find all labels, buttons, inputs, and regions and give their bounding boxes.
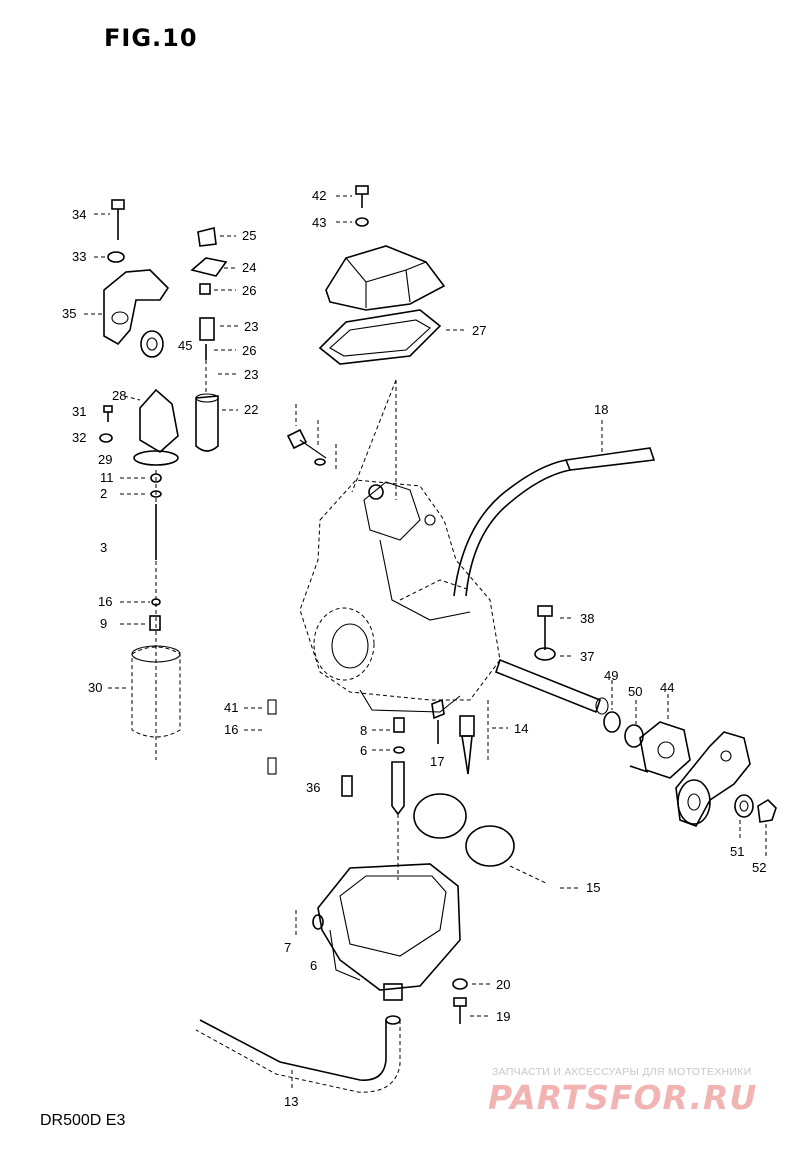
label-7: 7 <box>284 940 291 955</box>
label-16: 16 <box>98 594 112 609</box>
label-33: 33 <box>72 249 86 264</box>
label-28: 28 <box>112 388 126 403</box>
label-14: 14 <box>514 721 528 736</box>
label-17: 17 <box>430 754 444 769</box>
cylinder-30 <box>108 645 181 738</box>
hose-18 <box>453 420 656 597</box>
label-16b: 16 <box>224 722 238 737</box>
drain-hose-13 <box>195 1015 401 1093</box>
label-32: 32 <box>72 430 86 445</box>
plate-24 <box>190 257 236 277</box>
throttle-pulley <box>675 731 751 827</box>
label-37: 37 <box>580 649 594 664</box>
model-code: DR500D E3 <box>40 1112 126 1129</box>
jet-8 <box>372 717 405 733</box>
screw-42 <box>336 185 369 208</box>
carburetor-body <box>299 479 501 713</box>
label-31: 31 <box>72 404 86 419</box>
washer-32 <box>99 433 113 443</box>
label-15: 15 <box>586 880 600 895</box>
jet-14 <box>459 700 508 775</box>
label-27: 27 <box>472 323 486 338</box>
label-36: 36 <box>306 780 320 795</box>
figure-title: FIG.10 <box>104 24 198 52</box>
label-8a: 8 <box>360 723 367 738</box>
needle-jet <box>391 761 405 880</box>
label-43: 43 <box>312 215 326 230</box>
label-50: 50 <box>628 684 642 699</box>
float-bowl <box>317 863 461 1001</box>
part-36 <box>341 775 353 797</box>
label-51: 51 <box>730 844 744 859</box>
nut-26a <box>199 283 236 295</box>
label-44: 44 <box>660 680 674 695</box>
cap-25 <box>197 227 236 247</box>
label-6a: 6 <box>360 743 367 758</box>
screws-46-48 <box>286 404 337 470</box>
washer-33 <box>94 251 125 263</box>
screw-31 <box>103 405 113 422</box>
label-25: 25 <box>242 228 256 243</box>
label-45: 45 <box>178 338 192 353</box>
part-6b <box>312 914 324 930</box>
label-49: 49 <box>604 668 618 683</box>
cap-assembly-28 <box>123 388 179 466</box>
label-23b: 23 <box>244 367 258 382</box>
label-29: 29 <box>98 452 112 467</box>
lever-44 <box>629 694 691 779</box>
clip-11 <box>120 473 162 483</box>
throttle-shaft <box>495 658 609 715</box>
spring-23 <box>199 317 238 394</box>
part-9 <box>120 615 161 631</box>
jet-17 <box>431 698 445 744</box>
label-20: 20 <box>496 977 510 992</box>
oring-49 <box>603 680 621 733</box>
label-30: 30 <box>88 680 102 695</box>
bracket-35 <box>84 269 170 358</box>
label-52: 52 <box>752 860 766 875</box>
washer-20 <box>452 978 490 990</box>
label-13: 13 <box>284 1094 298 1109</box>
screw-19 <box>453 997 490 1024</box>
label-2: 2 <box>100 486 107 501</box>
label-35: 35 <box>62 306 76 321</box>
top-cover <box>325 245 446 311</box>
bolt-34 <box>94 199 125 240</box>
label-26b: 26 <box>242 343 256 358</box>
label-26a: 26 <box>242 283 256 298</box>
label-23a: 23 <box>244 319 258 334</box>
label-19: 19 <box>496 1009 510 1024</box>
washer-43 <box>336 217 369 227</box>
gasket-27 <box>318 309 466 365</box>
label-3: 3 <box>100 540 107 555</box>
label-22: 22 <box>244 402 258 417</box>
watermark-logo: PARTSFOR.RU <box>488 1078 758 1117</box>
label-9: 9 <box>100 616 107 631</box>
screw-38 <box>537 605 574 650</box>
washer-51 <box>734 794 754 840</box>
label-41a: 41 <box>224 700 238 715</box>
label-42: 42 <box>312 188 326 203</box>
clip-2 <box>120 490 162 498</box>
part-41 <box>244 699 277 775</box>
label-6b: 6 <box>310 958 317 973</box>
watermark-tagline: ЗАПЧАСТИ И АКСЕССУАРЫ ДЛЯ МОТОТЕХНИКИ <box>492 1066 752 1078</box>
label-34: 34 <box>72 207 86 222</box>
part-16 <box>120 598 161 606</box>
nut-52 <box>757 798 777 858</box>
spring-37 <box>534 647 574 661</box>
label-24: 24 <box>242 260 256 275</box>
label-18: 18 <box>594 402 608 417</box>
label-38: 38 <box>580 611 594 626</box>
throttle-valve-22 <box>195 393 238 452</box>
label-11: 11 <box>100 470 114 485</box>
jet-6 <box>372 746 405 754</box>
float-parts <box>413 793 580 889</box>
